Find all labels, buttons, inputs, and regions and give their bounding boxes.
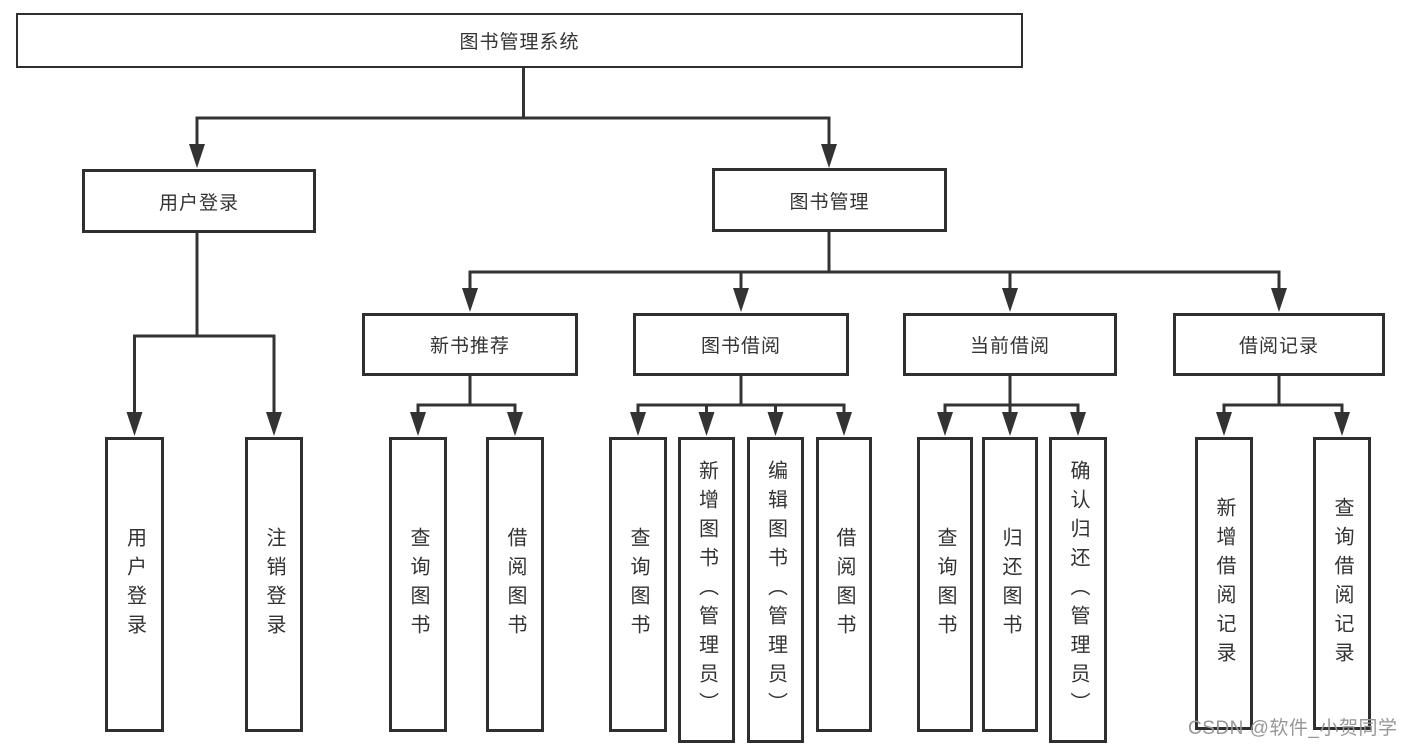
node-label: 用户登录: [123, 526, 146, 643]
connector-new-book-recommend-children: [410, 376, 523, 436]
connector-line: [416, 376, 517, 414]
node-current-borrow: 当前借阅: [903, 313, 1117, 376]
connector-line: [943, 376, 1080, 414]
node-label: 新书推荐: [429, 336, 510, 357]
node-leaf-confirm-return-admin: 确认归还（管理员）: [1049, 437, 1107, 743]
node-library-management-system: 图书管理系统: [16, 13, 1023, 68]
arrowhead: [1070, 412, 1086, 436]
node-leaf-return-books: 归还图书: [982, 437, 1038, 732]
node-label: 查询图书: [934, 526, 956, 643]
arrowhead: [189, 144, 205, 168]
node-leaf-query-books-current: 查询图书: [917, 437, 973, 732]
node-label: 归还图书: [999, 526, 1021, 643]
node-borrow-records: 借阅记录: [1173, 313, 1385, 376]
arrowhead: [733, 288, 749, 312]
arrowhead: [1002, 412, 1018, 436]
node-label: 借阅图书: [504, 526, 526, 643]
node-leaf-query-books-recommend: 查询图书: [389, 437, 447, 732]
connector-line: [468, 232, 1281, 290]
node-leaf-query-borrow-record: 查询借阅记录: [1313, 437, 1371, 730]
node-user-login: 用户登录: [82, 169, 316, 233]
connector-book-borrow-children: [630, 376, 852, 436]
arrowhead: [698, 412, 715, 436]
node-label: 查询借阅记录: [1331, 496, 1353, 671]
node-label: 编辑图书（管理员）: [764, 459, 787, 721]
connector-line: [133, 233, 276, 414]
connector-line: [195, 68, 831, 146]
node-label: 查询图书: [407, 526, 429, 643]
watermark-csdn: CSDN @软件_小贺同学: [1188, 718, 1398, 739]
arrowhead: [767, 412, 784, 436]
connector-line: [636, 376, 846, 414]
node-label: 借阅图书: [833, 526, 855, 643]
node-label: 注销登录: [263, 526, 285, 643]
node-new-book-recommend: 新书推荐: [362, 313, 578, 376]
node-label: 新增图书（管理员）: [695, 459, 718, 721]
node-leaf-user-login: 用户登录: [105, 437, 164, 732]
arrowhead: [1334, 412, 1350, 436]
node-book-management: 图书管理: [712, 168, 947, 232]
node-leaf-borrow-books-recommend: 借阅图书: [486, 437, 544, 732]
arrowhead: [1216, 412, 1232, 436]
arrowhead: [266, 412, 282, 436]
node-label: 查询图书: [627, 526, 649, 643]
node-label: 用户登录: [158, 192, 239, 214]
node-label: 图书借阅: [700, 336, 781, 357]
node-label: 图书管理系统: [459, 32, 580, 53]
arrowhead: [937, 412, 953, 436]
arrowhead: [836, 412, 852, 436]
node-leaf-add-borrow-record: 新增借阅记录: [1195, 437, 1253, 730]
arrowhead: [507, 412, 523, 436]
arrowhead: [1002, 288, 1018, 312]
arrowhead: [462, 288, 478, 312]
node-book-borrow: 图书借阅: [633, 313, 849, 376]
node-leaf-add-books-admin: 新增图书（管理员）: [678, 437, 735, 743]
node-label: 借阅记录: [1238, 336, 1319, 357]
arrowhead: [126, 412, 143, 436]
node-label: 新增借阅记录: [1213, 496, 1235, 671]
node-leaf-edit-books-admin: 编辑图书（管理员）: [747, 437, 804, 743]
node-leaf-logout: 注销登录: [245, 437, 303, 732]
connector-book-management-children: [462, 232, 1287, 312]
node-leaf-borrow-books: 借阅图书: [816, 437, 872, 732]
node-label: 图书管理: [789, 191, 870, 213]
connector-current-borrow-children: [937, 376, 1086, 436]
node-leaf-query-books-borrow: 查询图书: [609, 437, 667, 732]
connector-root-to-level2: [189, 68, 837, 168]
arrowhead: [410, 412, 426, 436]
arrowhead: [821, 144, 837, 168]
connector-line: [1222, 376, 1344, 414]
arrowhead: [630, 412, 646, 436]
connector-user-login-children: [126, 233, 282, 436]
node-label: 确认归还（管理员）: [1067, 459, 1089, 721]
node-label: 当前借阅: [969, 336, 1050, 357]
arrowhead: [1271, 288, 1287, 312]
connector-borrow-records-children: [1216, 376, 1350, 436]
